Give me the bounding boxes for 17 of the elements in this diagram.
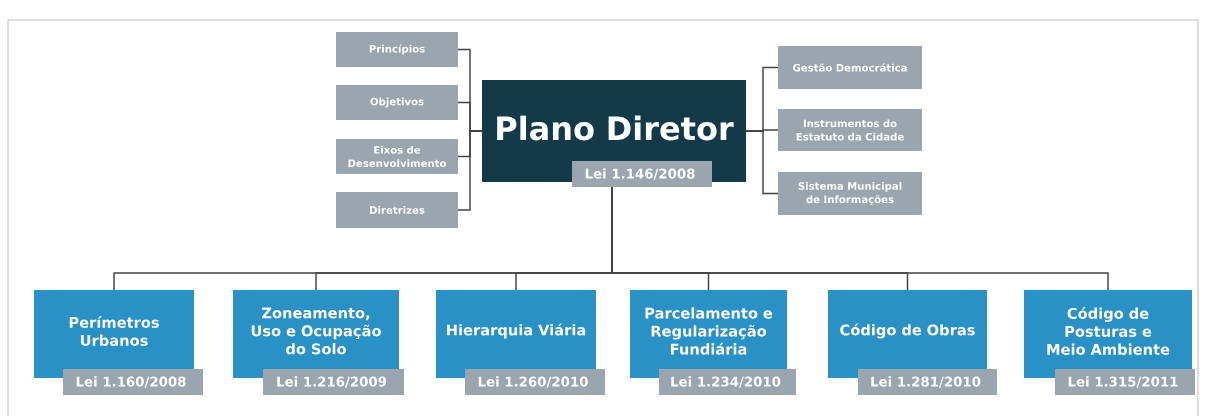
law-tag: Lei 1.315/2011 [1055,369,1195,395]
topic-box: Sistema Municipal de Informações [778,172,922,215]
law-tag: Lei 1.234/2010 [659,369,796,395]
topic-box: Eixos de Desenvolvimento [336,139,458,174]
law-tag: Lei 1.281/2010 [858,369,997,395]
law-tag: Lei 1.160/2008 [63,369,203,395]
connector-line [745,130,779,195]
connector-line [611,186,1109,291]
law-tag: Lei 1.216/2009 [263,369,404,395]
topic-box: Instrumentos do Estatuto da Cidade [778,109,922,151]
connector-line [457,130,483,211]
topic-box: Objetivos [336,85,458,120]
topic-box: Princípios [336,32,458,67]
law-tag: Lei 1.146/2008 [572,161,712,187]
topic-box: Gestão Democrática [778,46,922,89]
law-tag: Lei 1.260/2010 [465,369,605,395]
topic-box: Diretrizes [336,192,458,228]
